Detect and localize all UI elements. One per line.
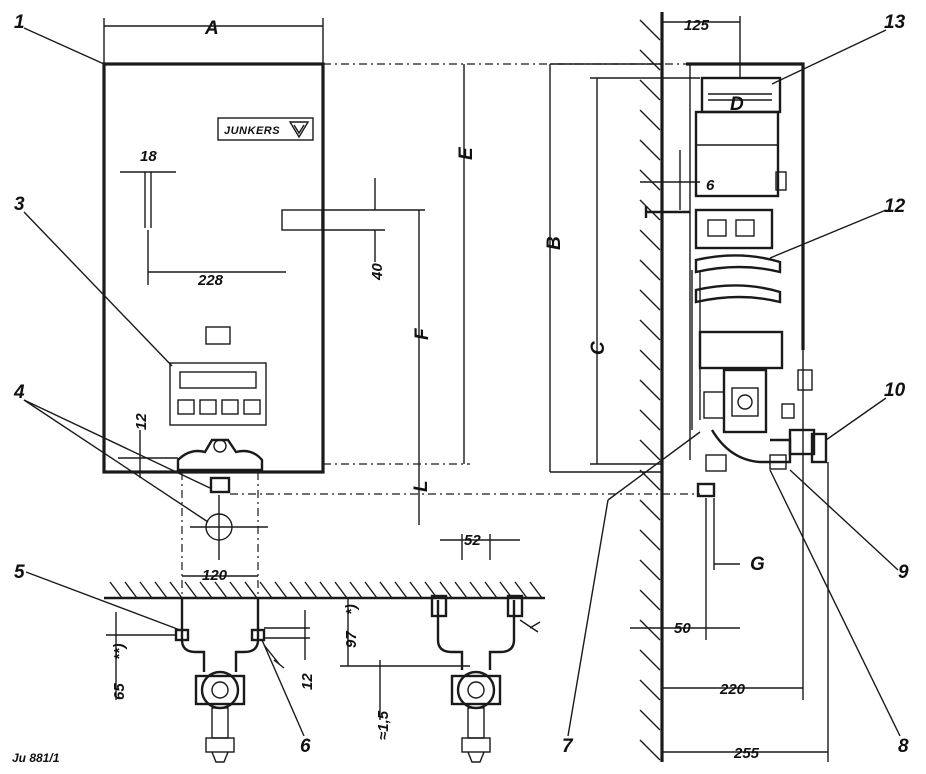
gas-valve [722,368,768,434]
gas-connector [696,482,716,498]
dim-120: 120 [202,567,228,584]
dim-letter-a: A [204,18,219,39]
dim-6: 6 [706,177,715,194]
dim-50: 50 [674,620,691,637]
heater-casing-side [686,62,805,350]
callout-13: 13 [884,12,906,33]
callout-1: 1 [14,12,25,33]
pipe [234,598,260,672]
wall-hatching [639,19,661,761]
coil [694,254,782,274]
dim-52: 52 [464,532,481,549]
dim-letter-d: D [730,94,744,115]
fitting [788,428,816,456]
callout-8: 8 [898,736,909,757]
callout-5: 5 [14,562,25,583]
hanging-bracket [644,206,690,218]
dim-12: 12 [133,413,150,430]
side-view: D 125 6 [544,12,829,762]
callout-7: 7 [562,736,574,757]
fitting [810,432,828,464]
drawing-code: Ju 881/1 [12,751,60,765]
svg-text:*): *) [343,604,360,615]
dim-228: 228 [197,272,224,289]
flue-connection [281,209,323,231]
dim-letter-l: L [411,480,432,492]
pipe [710,429,792,464]
coil [694,284,782,304]
dim-letter-c: C [588,341,609,355]
button-icon [199,399,217,415]
gas-connection [209,476,231,494]
svg-text:JUNKERS: JUNKERS [224,125,280,137]
callout-4: 4 [13,382,25,403]
dim-65: 65 [111,683,128,700]
callout-9: 9 [898,562,909,583]
front-view: JUNKERS 18 228 40 [102,18,425,560]
callout-10: 10 [884,380,906,401]
dim-letter-g: G [750,554,765,575]
button-icon [243,399,261,415]
junkers-logo: JUNKERS [217,117,314,141]
control-panel [169,362,267,426]
dim-letter-b: B [544,236,565,250]
callout-12: 12 [884,196,906,217]
pipe [180,598,206,672]
dim-letter-e: E [456,146,477,160]
sight-window [205,326,231,345]
heat-exchanger [694,110,780,198]
dim-97: 97 [343,631,360,648]
dim-letter-f: F [412,327,433,340]
combustion-chamber [694,208,774,250]
dim-40: 40 [369,263,386,281]
dim-125: 125 [684,17,710,34]
callouts: 1 3 4 5 6 7 8 9 10 12 13 [13,12,909,757]
dim-12-lower: 12 [299,673,316,690]
callout-3: 3 [14,194,25,215]
bottom-views: 120 65 **) 12 97 *) ≈1,5 52 [104,532,545,763]
dim-1-5: ≈1,5 [375,710,392,740]
pipe [488,600,516,670]
valve-body-icon [200,670,240,710]
dim-18: 18 [140,148,157,165]
display-icon [179,371,257,389]
pipe [436,600,464,670]
burner [698,330,784,370]
button-icon [177,399,195,415]
dim-220: 220 [719,681,746,698]
heater-casing-front [102,62,325,474]
gas-valve-block [176,438,264,472]
valve-body-icon [456,670,496,710]
wall-hatching [109,581,543,599]
dim-255: 255 [733,745,760,762]
svg-text:**): **) [111,643,128,660]
button-icon [221,399,239,415]
callout-6: 6 [300,736,311,757]
